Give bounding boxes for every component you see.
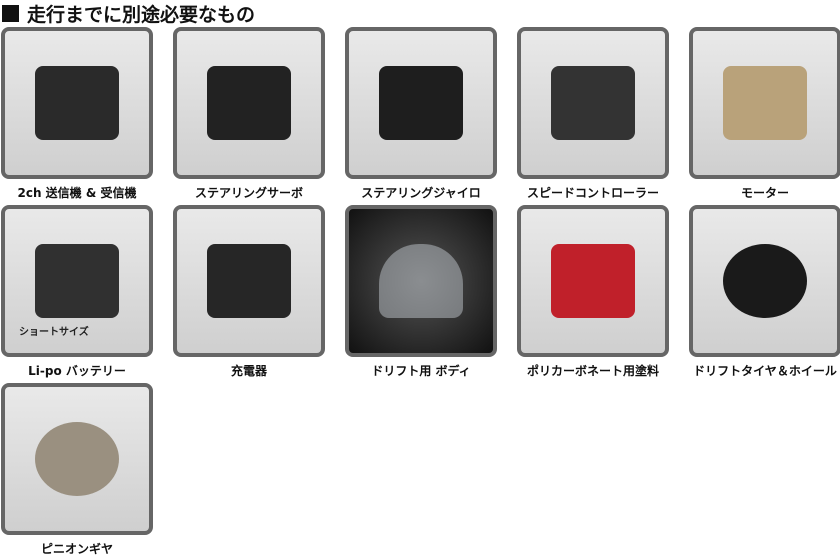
- product-label: ピニオンギヤ: [40, 542, 113, 556]
- heading-text: 走行までに別途必要なもの: [27, 3, 256, 26]
- product-photo: [379, 66, 463, 140]
- product-item: ドリフトタイヤ＆ホイール: [689, 205, 840, 379]
- product-label: ドリフトタイヤ＆ホイール: [693, 364, 837, 378]
- product-image: [173, 205, 325, 357]
- section-heading: 走行までに別途必要なもの: [0, 0, 255, 26]
- product-photo: [723, 244, 807, 318]
- product-label: ステアリングサーボ: [194, 186, 303, 200]
- product-item: ショートサイズ Li-po バッテリー: [1, 205, 153, 379]
- product-image: [173, 27, 325, 179]
- product-label: モーター: [740, 186, 789, 200]
- product-label: ドリフト用 ボディ: [371, 364, 471, 378]
- product-image: [689, 27, 840, 179]
- product-label: Li-po バッテリー: [28, 364, 126, 378]
- product-image: [517, 205, 669, 357]
- product-image: [345, 205, 497, 357]
- product-photo: [35, 422, 119, 496]
- product-label: ポリカーボネート用塗料: [526, 364, 659, 378]
- product-image: [689, 205, 840, 357]
- product-item: 2ch 送信機 & 受信機: [1, 27, 153, 201]
- product-label: 2ch 送信機 & 受信機: [17, 186, 137, 200]
- product-photo: [207, 66, 291, 140]
- product-photo: [207, 244, 291, 318]
- product-photo: [551, 66, 635, 140]
- product-photo: [35, 244, 119, 318]
- product-image: [345, 27, 497, 179]
- product-item: モーター: [689, 27, 840, 201]
- product-item: ステアリングサーボ: [173, 27, 325, 201]
- product-item: ポリカーボネート用塗料: [517, 205, 669, 379]
- product-item: ピニオンギヤ: [1, 383, 153, 557]
- product-image: [1, 383, 153, 535]
- product-image: ショートサイズ: [1, 205, 153, 357]
- product-item: 充電器: [173, 205, 325, 379]
- product-label: スピードコントローラー: [526, 186, 659, 200]
- product-note: ショートサイズ: [19, 327, 89, 338]
- square-bullet-icon: [2, 4, 19, 22]
- product-image: [1, 27, 153, 179]
- product-image: [517, 27, 669, 179]
- product-photo: [551, 244, 635, 318]
- product-item: ステアリングジャイロ: [345, 27, 497, 201]
- product-photo: [379, 244, 463, 318]
- product-photo: [723, 66, 807, 140]
- product-item: スピードコントローラー: [517, 27, 669, 201]
- product-label: 充電器: [230, 364, 267, 378]
- product-label: ステアリングジャイロ: [361, 186, 481, 200]
- product-item: ドリフト用 ボディ: [345, 205, 497, 379]
- product-photo: [35, 66, 119, 140]
